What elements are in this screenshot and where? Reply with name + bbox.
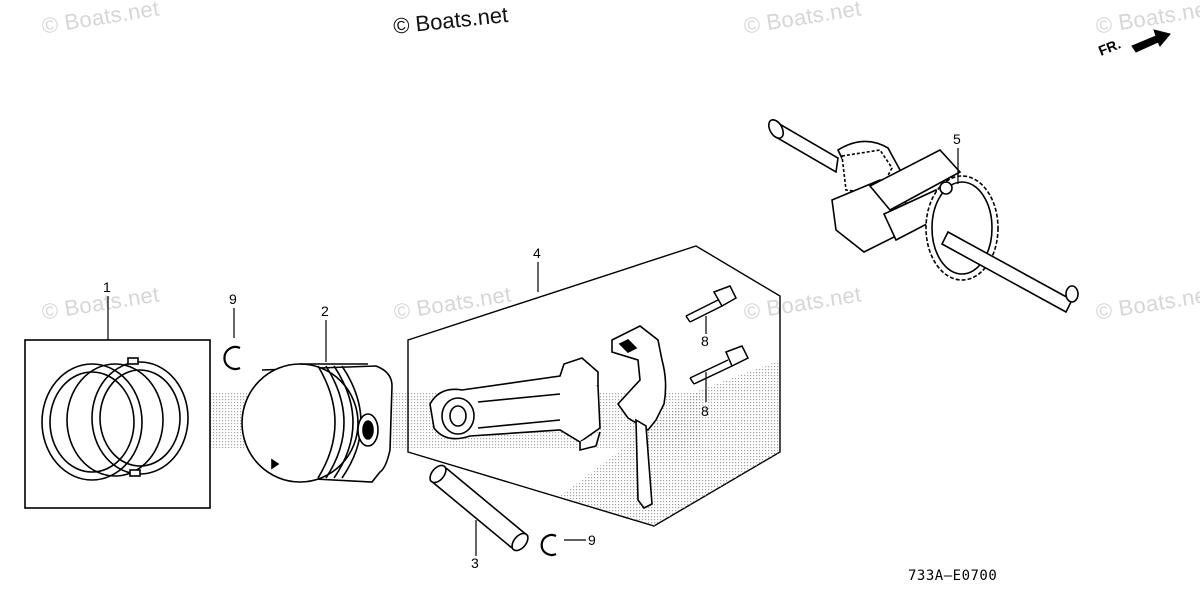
callout-piston-pin: 3	[471, 555, 479, 571]
piston-pin-clip	[223, 345, 241, 371]
piston-pin-clip	[540, 533, 557, 557]
rod-bolt	[685, 285, 737, 323]
piston-ring-set	[24, 339, 211, 509]
callout-clip-upper: 9	[229, 291, 237, 307]
callout-piston: 2	[321, 303, 329, 319]
piston-pin	[429, 464, 529, 552]
callout-piston-ring-set: 1	[103, 279, 111, 295]
callout-rod-bolt-upper: 8	[701, 333, 709, 349]
callout-clip-lower: 9	[588, 532, 596, 548]
rod-bolt	[689, 345, 750, 385]
arrow-right-icon	[1131, 29, 1171, 53]
callout-connecting-rod: 4	[533, 245, 541, 261]
leader-lines	[107, 148, 959, 556]
crankshaft	[767, 119, 1079, 314]
callout-rod-bolt-lower: 8	[701, 403, 709, 419]
connecting-rod-assembly	[407, 245, 781, 527]
drawing-code: 733A—E0700	[908, 568, 998, 584]
callout-crankshaft: 5	[953, 131, 961, 147]
connecting-rod	[429, 357, 601, 452]
rod-cap	[611, 325, 667, 510]
piston	[241, 363, 393, 483]
